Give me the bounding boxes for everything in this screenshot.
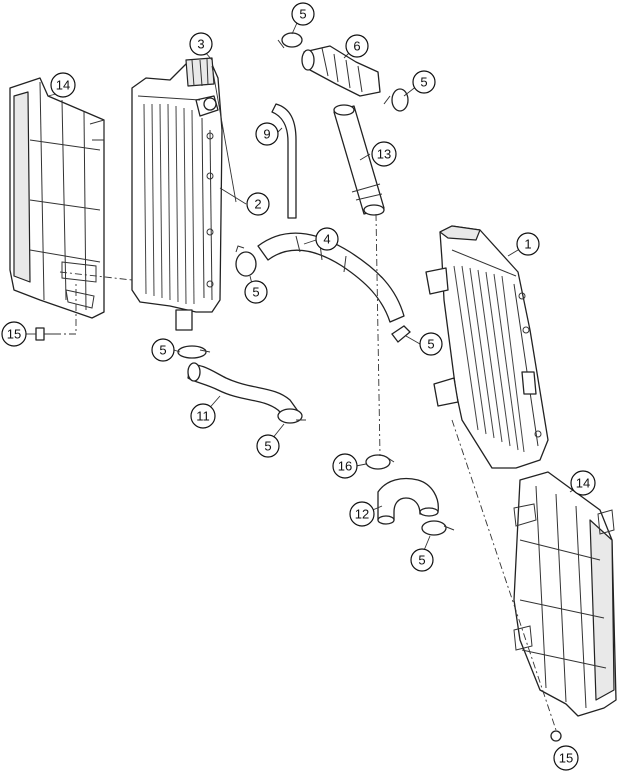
radiator-left-fins (143, 103, 195, 305)
callout-5-top-right: 5 (412, 70, 436, 94)
callout-15-left: 15 (1, 321, 27, 347)
svg-text:1: 1 (524, 237, 531, 252)
clamp-top-right (383, 88, 409, 112)
callout-11: 11 (190, 403, 216, 429)
right-radiator-guard (513, 471, 617, 717)
svg-text:5: 5 (427, 337, 434, 352)
hose-6 (301, 45, 381, 97)
svg-text:5: 5 (420, 75, 427, 90)
svg-text:14: 14 (56, 78, 70, 93)
callout-5-top: 5 (291, 2, 315, 26)
svg-text:15: 15 (7, 327, 21, 342)
svg-text:4: 4 (323, 232, 330, 247)
callout-13: 13 (371, 141, 397, 167)
svg-text:5: 5 (159, 343, 166, 358)
svg-text:14: 14 (576, 476, 590, 491)
clamp-top-left (277, 32, 303, 49)
callout-5-hose-4: 5 (419, 332, 443, 356)
radiator-right (425, 225, 549, 469)
svg-text:12: 12 (355, 507, 369, 522)
callout-5-radiator-left: 5 (244, 280, 268, 304)
svg-text:6: 6 (353, 39, 360, 54)
callout-14-left: 14 (50, 72, 76, 98)
screw-left (35, 327, 54, 341)
callout-14-right: 14 (570, 470, 596, 496)
hose-9 (271, 103, 297, 219)
svg-text:5: 5 (252, 285, 259, 300)
clamp-hose-11-bottom (277, 408, 306, 424)
svg-text:2: 2 (254, 197, 261, 212)
radiator-left (131, 57, 223, 331)
svg-text:9: 9 (263, 127, 270, 142)
hose-13 (333, 104, 385, 216)
callout-4: 4 (315, 227, 339, 251)
callout-15-right: 15 (553, 745, 579, 771)
callout-3: 3 (189, 32, 213, 56)
radiator-right-fins (453, 265, 525, 453)
callout-9: 9 (255, 122, 279, 146)
svg-text:5: 5 (264, 439, 271, 454)
svg-text:5: 5 (418, 553, 425, 568)
callout-12: 12 (349, 501, 375, 527)
svg-text:15: 15 (559, 751, 573, 766)
assembly-lines (54, 213, 557, 731)
callout-1: 1 (516, 232, 540, 256)
svg-text:11: 11 (196, 409, 210, 424)
callout-2: 2 (246, 192, 270, 216)
clamp-16 (365, 454, 395, 470)
clamp-hose-11-top (177, 345, 211, 359)
svg-text:3: 3 (197, 37, 204, 52)
hose-12 (377, 477, 439, 525)
nut-right (550, 730, 562, 742)
clamp-hose-12 (421, 520, 455, 536)
callout-5-hose-11-top: 5 (151, 338, 175, 362)
callout-5-hose-12: 5 (410, 548, 434, 572)
callout-6: 6 (345, 34, 369, 58)
svg-text:5: 5 (299, 7, 306, 22)
left-radiator-guard (9, 77, 105, 319)
clamp-hose-4 (391, 325, 411, 343)
svg-text:13: 13 (377, 147, 391, 162)
callout-5-hose-11-bottom: 5 (256, 434, 280, 458)
callout-16: 16 (332, 453, 358, 479)
svg-text:16: 16 (338, 459, 352, 474)
clamp-radiator-left (235, 245, 257, 277)
